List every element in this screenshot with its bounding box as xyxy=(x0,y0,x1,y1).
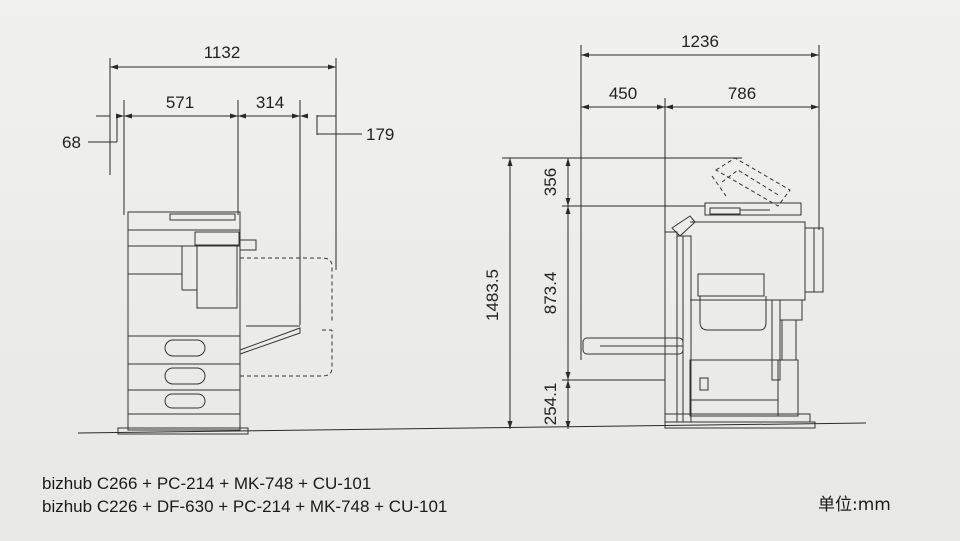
dim-side-total-height: 1483.5 xyxy=(483,269,502,321)
front-view: 1132 571 314 68 179 xyxy=(62,43,394,435)
caption-config-1: bizhub C266 + PC-214 + MK-748 + CU-101 xyxy=(42,474,372,493)
dim-front-finisher: 314 xyxy=(256,93,284,112)
dim-front-main-body: 571 xyxy=(166,93,194,112)
dim-side-document-feeder: 356 xyxy=(541,168,560,196)
dim-side-rear-depth: 786 xyxy=(728,84,756,103)
side-view: 1236 450 786 1483.5 356 873.4 254.1 xyxy=(483,32,824,429)
dim-side-front-depth: 450 xyxy=(609,84,637,103)
unit-label: 单位:mm xyxy=(818,495,891,515)
dim-side-body-height: 873.4 xyxy=(541,272,560,315)
dim-front-total-width: 1132 xyxy=(204,43,241,62)
dim-front-right-offset: 179 xyxy=(366,125,394,144)
side-machine xyxy=(582,157,824,429)
dim-side-total-depth: 1236 xyxy=(681,32,719,51)
front-machine xyxy=(117,211,333,435)
dim-side-base-height: 254.1 xyxy=(541,383,560,426)
caption-config-2: bizhub C226 + DF-630 + PC-214 + MK-748 +… xyxy=(42,497,448,516)
dim-front-left-offset: 68 xyxy=(62,133,81,152)
ground-line xyxy=(77,422,867,434)
